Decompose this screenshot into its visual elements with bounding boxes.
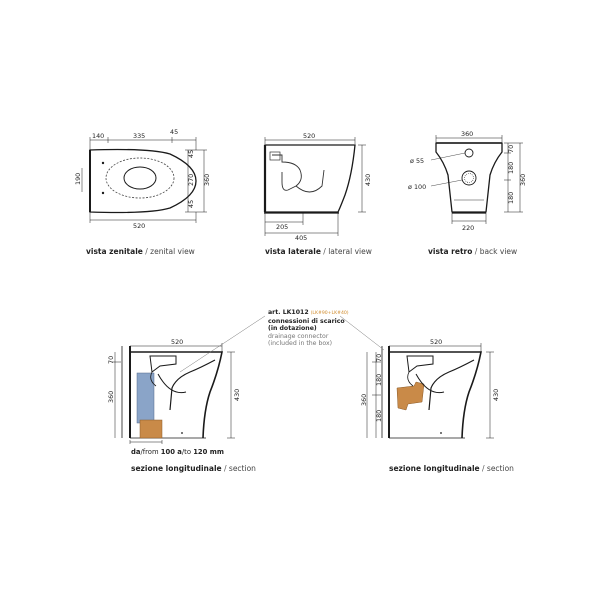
range-a: a [174,448,182,456]
section-right-dim-left-c: 180 [375,410,383,422]
section-right-caption-it: sezione longitudinale [389,464,480,473]
article-code: art. LK1012 [268,309,309,316]
article-note-leaders [179,315,385,373]
zenital-dim-right-a: 45 [187,150,195,158]
section-right-dim-left-b: 180 [375,374,383,386]
back-dim-right-total: 360 [519,174,527,186]
section-left-dim-top: 520 [171,338,183,346]
section-left-caption: sezione longitudinale / section [131,464,256,473]
section-left-dim-left-b: 360 [107,391,115,403]
zenital-dim-bottom: 520 [133,222,145,230]
back-dim-top: 360 [461,130,473,138]
range-from: /from [140,448,159,456]
section-left-drawing: 520 70 360 430 [107,338,241,444]
section-left-range-note: da/from 100 a/to 120 mm [131,448,224,456]
range-val-a: 100 [160,448,175,456]
zenital-caption-it: vista zenitale [86,247,143,256]
range-val-b: 120 mm [193,448,224,456]
section-right-dim-left-total: 360 [360,394,368,406]
back-caption-en: back view [479,247,518,256]
lateral-caption-it: vista laterale [265,247,321,256]
section-left-caption-en: section [228,464,256,473]
article-line-2: connessioni di scarico [268,317,345,325]
back-dim-right-b: 180 [507,162,515,174]
article-line-4: drainage connector [268,332,329,340]
zenital-view-drawing: 140 335 45 520 190 45 270 45 360 [74,128,211,230]
section-right-orange-connector [396,381,425,411]
section-right-dim-left-a: 70 [375,354,383,362]
section-right-caption: sezione longitudinale / section [389,464,514,473]
section-right-dim-top: 520 [430,338,442,346]
section-left-orange-connector [139,419,163,439]
section-left-dim-right: 430 [233,389,241,401]
zenital-dim-top-right: 45 [170,128,178,136]
lateral-dim-bottom-b: 405 [295,234,307,242]
section-right-drawing: 520 70 180 180 360 430 [360,338,500,439]
back-dim-hole-small: ø 55 [410,157,424,165]
article-note: art. LK1012 (LK#90+LK#40) connessioni di… [268,309,349,348]
zenital-view-caption: vista zenitale / zenital view [86,247,195,256]
zenital-dim-top-left: 140 [92,132,104,140]
article-subcodes: (LK#90+LK#40) [310,311,349,316]
back-caption-it: vista retro [428,247,473,256]
article-line-3: (in dotazione) [268,325,317,333]
back-dim-bottom: 220 [462,224,474,232]
back-dim-hole-big: ø 100 [408,183,426,191]
zenital-caption-en: zenital view [150,247,195,256]
lateral-dim-top: 520 [303,132,315,140]
section-left-dim-left-a: 70 [107,356,115,364]
lateral-caption-en: lateral view [328,247,372,256]
back-dim-right-c: 180 [507,192,515,204]
zenital-dim-right-c: 45 [187,200,195,208]
zenital-dim-right-total: 360 [203,174,211,186]
lateral-view-drawing: 520 430 205 405 [263,132,372,242]
lateral-dim-right: 430 [364,174,372,186]
back-view-caption: vista retro / back view [428,247,518,256]
back-view-drawing: 360 ø 55 ø 100 220 70 180 180 360 [408,130,527,232]
section-left-caption-it: sezione longitudinale [131,464,222,473]
range-da: da [131,448,141,456]
back-dim-right-a: 70 [507,145,515,153]
range-to: /to [181,448,192,456]
article-line-5: (included in the box) [268,340,333,348]
zenital-dim-left: 190 [74,173,82,185]
zenital-dim-top-mid: 335 [133,132,145,140]
lateral-view-caption: vista laterale / lateral view [265,247,372,256]
zenital-dim-right-b: 270 [187,174,195,186]
lateral-dim-bottom-a: 205 [276,223,288,231]
section-right-caption-en: section [486,464,514,473]
section-right-dim-right: 430 [492,389,500,401]
